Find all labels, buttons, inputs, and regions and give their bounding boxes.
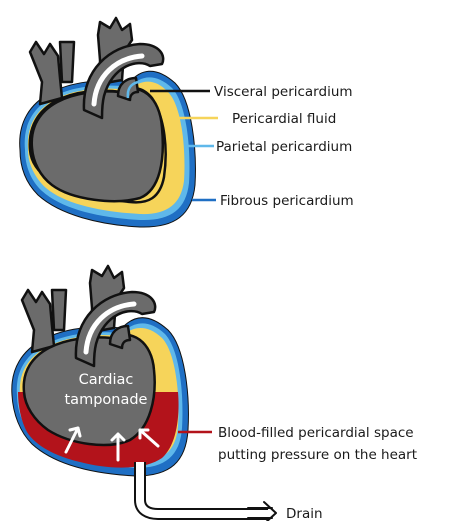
top-heart-group: Visceral pericardium Pericardial fluid P…: [20, 18, 354, 227]
bottom-vessel-stub: [52, 290, 66, 330]
label-fibrous-pericardium: Fibrous pericardium: [220, 193, 354, 209]
top-vessel-stub: [60, 42, 74, 82]
label-blood-filled-line2: putting pressure on the heart: [218, 447, 417, 463]
cardiac-tamponade-line1: Cardiac: [79, 372, 134, 388]
top-pulmonary-vessel-left: [30, 42, 62, 104]
label-blood-filled-line1: Blood-filled pericardial space: [218, 425, 414, 441]
bottom-heart-group: Cardiac tamponade Blood-filled pericardi…: [12, 266, 417, 521]
label-drain: Drain: [286, 506, 323, 521]
label-pericardial-fluid: Pericardial fluid: [232, 111, 336, 127]
label-parietal-pericardium: Parietal pericardium: [216, 139, 352, 155]
cardiac-tamponade-line2: tamponade: [65, 392, 148, 408]
label-visceral-pericardium: Visceral pericardium: [214, 84, 353, 100]
bottom-pulmonary-vessel-left: [22, 290, 54, 352]
